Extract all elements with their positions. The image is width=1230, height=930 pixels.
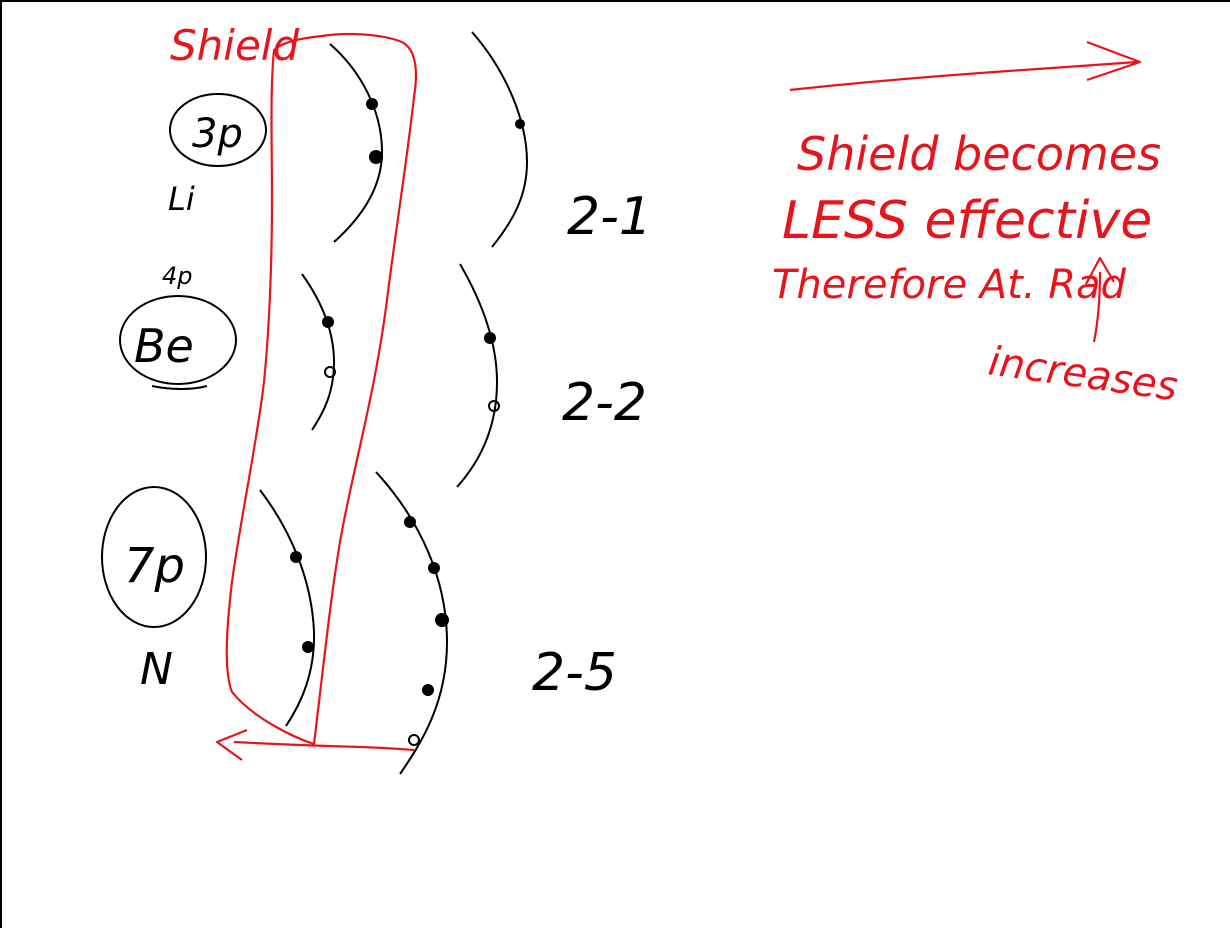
n-config-label: 7p	[124, 538, 185, 594]
shield-base-line	[233, 740, 415, 752]
note-line-3: Therefore At. Rad	[772, 262, 1127, 308]
li-config-circle	[169, 93, 267, 167]
shield-label: Shield	[170, 21, 299, 70]
arrow-up-head	[1085, 256, 1115, 285]
electron-dot	[324, 366, 336, 378]
row3-inner-shell	[259, 489, 316, 727]
n-config-circle	[101, 486, 207, 628]
be-symbol: Be	[134, 319, 194, 373]
li-config-label: 3p	[192, 111, 243, 157]
row2-label: 2-2	[562, 373, 647, 433]
electron-dot	[302, 641, 314, 653]
note-line-1: Shield becomes	[797, 127, 1161, 181]
shield-outline	[225, 32, 418, 746]
electron-dot	[515, 119, 525, 129]
arrow-left-icon	[215, 728, 248, 761]
electron-dot	[290, 551, 302, 563]
electron-dot	[404, 516, 416, 528]
arrow-right-icon	[789, 60, 1138, 92]
li-symbol: Li	[168, 180, 195, 218]
arrow-head	[1086, 40, 1142, 82]
row3-label: 2-5	[532, 643, 617, 703]
electron-dot	[435, 613, 449, 627]
note-line-2: LESS effective	[782, 191, 1152, 251]
row2-inner-shell	[301, 273, 336, 431]
electron-dot	[422, 684, 434, 696]
be-circle	[119, 295, 237, 385]
row1-inner-shell	[329, 43, 384, 243]
be-underline	[151, 385, 208, 390]
electron-dot	[408, 734, 420, 746]
electron-dot	[484, 332, 496, 344]
electron-dot	[369, 150, 383, 164]
row1-outer-shell	[471, 31, 529, 248]
electron-dot	[322, 316, 334, 328]
arrow-up-icon	[1092, 271, 1102, 343]
note-line-4: increases	[986, 338, 1181, 410]
row1-label: 2-1	[567, 187, 652, 247]
electron-dot	[488, 400, 500, 412]
electron-dot	[366, 98, 378, 110]
electron-dot	[428, 562, 440, 574]
be-config-label: 4p	[162, 262, 193, 290]
n-symbol: N	[140, 644, 173, 695]
row2-outer-shell	[456, 263, 499, 488]
